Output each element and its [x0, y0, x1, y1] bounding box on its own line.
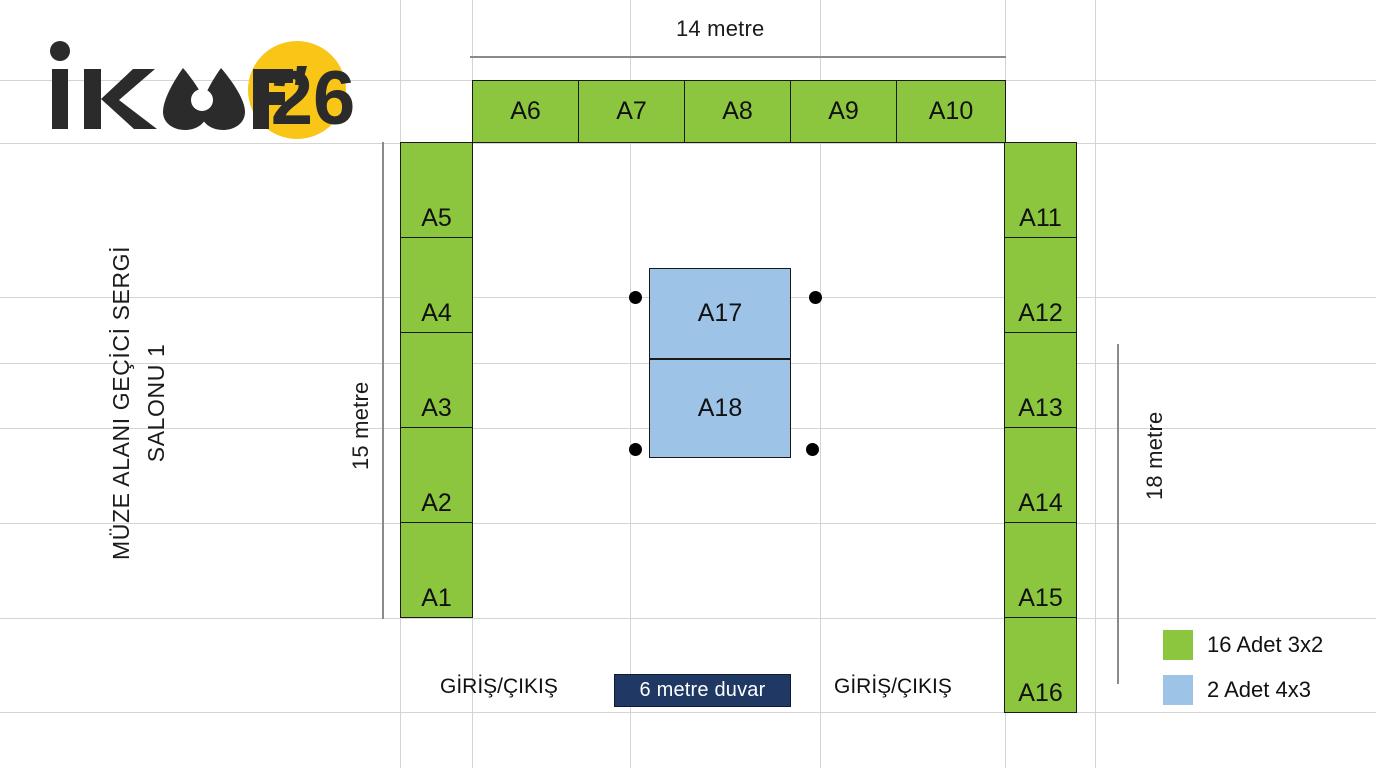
gridline-horizontal	[0, 712, 1376, 713]
gridline-horizontal	[0, 618, 1376, 619]
dimension-line-top	[470, 56, 1006, 58]
dimension-line-right	[1117, 344, 1119, 684]
page-title: MÜZE ALANI GEÇİCİ SERGİ SALONU 1	[104, 246, 173, 560]
booth-a2[interactable]: A2	[400, 427, 473, 523]
column-dot-icon	[806, 443, 819, 456]
booth-a17[interactable]: A17	[649, 268, 791, 359]
entrance-label-right: GİRİŞ/ÇIKIŞ	[834, 675, 952, 698]
legend-item-blue: 2 Adet 4x3	[1163, 675, 1311, 705]
ikaf-26-logo: 26	[45, 38, 365, 142]
booth-a11[interactable]: A11	[1004, 142, 1077, 238]
logo-badge-circle	[248, 41, 346, 139]
booth-a3[interactable]: A3	[400, 332, 473, 428]
booth-a14[interactable]: A14	[1004, 427, 1077, 523]
logo-year-text: 26	[271, 56, 356, 141]
booth-a5[interactable]: A5	[400, 142, 473, 238]
column-dot-icon	[629, 291, 642, 304]
legend-label-blue: 2 Adet 4x3	[1207, 677, 1311, 702]
booth-a15[interactable]: A15	[1004, 522, 1077, 618]
gridline-vertical	[630, 0, 631, 768]
wall-segment: 6 metre duvar	[614, 674, 791, 707]
entrance-label-left: GİRİŞ/ÇIKIŞ	[440, 675, 558, 698]
dimension-label-top: 14 metre	[676, 16, 765, 41]
booth-a10[interactable]: A10	[896, 80, 1006, 143]
gridline-horizontal	[0, 143, 1376, 144]
dimension-label-left: 15 metre	[348, 381, 373, 470]
booth-a4[interactable]: A4	[400, 237, 473, 333]
gridline-horizontal	[0, 523, 1376, 524]
booth-a6[interactable]: A6	[472, 80, 579, 143]
legend-label-green: 16 Adet 3x2	[1207, 632, 1324, 657]
column-dot-icon	[809, 291, 822, 304]
logo-svg: 26	[50, 41, 356, 141]
gridline-vertical	[1095, 0, 1096, 768]
booth-a8[interactable]: A8	[684, 80, 791, 143]
page-title-line1: MÜZE ALANI GEÇİCİ SERGİ	[108, 245, 134, 560]
booth-a18[interactable]: A18	[649, 359, 791, 458]
gridline-vertical	[820, 0, 821, 768]
legend-item-green: 16 Adet 3x2	[1163, 630, 1323, 660]
legend-swatch-green-icon	[1163, 630, 1193, 660]
booth-a1[interactable]: A1	[400, 522, 473, 618]
dimension-label-right: 18 metre	[1142, 411, 1167, 500]
booth-a7[interactable]: A7	[578, 80, 685, 143]
dimension-line-left	[382, 142, 384, 619]
booth-a12[interactable]: A12	[1004, 237, 1077, 333]
booth-a16[interactable]: A16	[1004, 617, 1077, 713]
column-dot-icon	[629, 443, 642, 456]
legend-swatch-blue-icon	[1163, 675, 1193, 705]
page-title-line2: SALONU 1	[142, 343, 169, 463]
booth-a9[interactable]: A9	[790, 80, 897, 143]
booth-a13[interactable]: A13	[1004, 332, 1077, 428]
